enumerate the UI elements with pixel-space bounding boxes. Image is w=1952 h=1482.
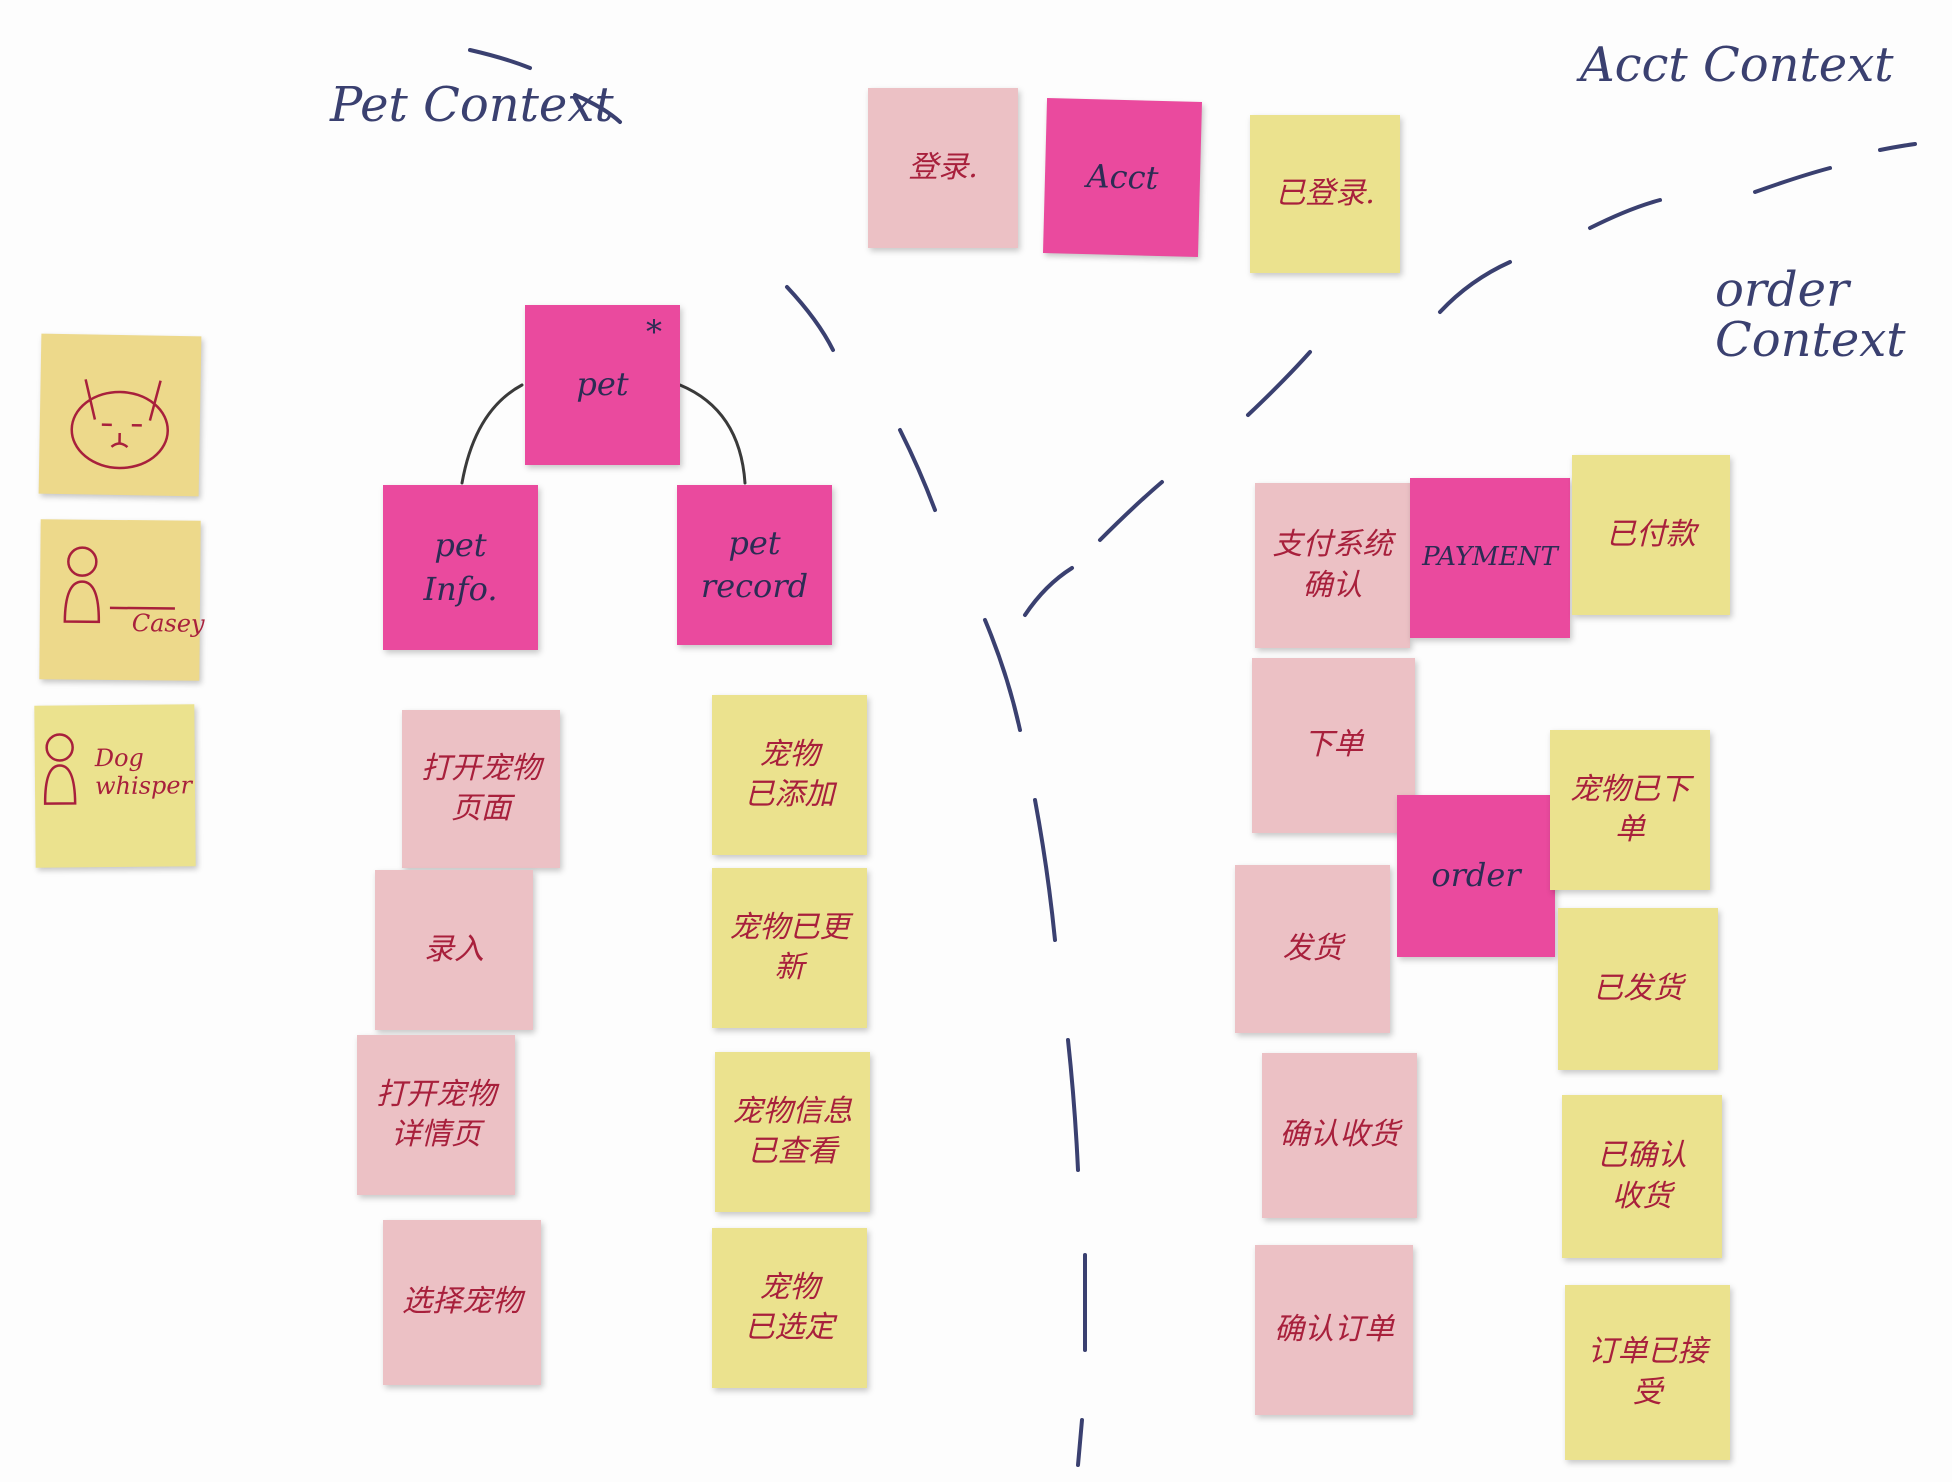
sticky-aggregate-pet: pet *	[525, 305, 680, 465]
note-text: pet record	[700, 523, 809, 605]
boundary-dash	[468, 48, 532, 70]
sticky-command: 确认订单	[1255, 1245, 1413, 1415]
aggregate-connector	[460, 383, 524, 485]
boundary-dash	[1246, 350, 1312, 417]
actor-label: Casey	[131, 609, 205, 638]
boundary-dash	[1753, 166, 1832, 194]
sticky-event-logged-in: 已登录.	[1250, 115, 1400, 273]
note-text: Acct	[1086, 156, 1159, 197]
note-text: 宠物信息 已查看	[732, 1093, 853, 1170]
note-text: pet	[576, 365, 629, 404]
sticky-command: 打开宠物 页面	[402, 710, 560, 868]
note-text: 确认订单	[1274, 1311, 1394, 1347]
note-text: 录入	[424, 931, 484, 967]
boundary-dash	[1438, 260, 1512, 314]
note-text: order	[1431, 856, 1521, 895]
note-text: 打开宠物 页面	[421, 750, 541, 827]
sticky-event: 已确认 收货	[1562, 1095, 1722, 1258]
sticky-command: 打开宠物 详情页	[357, 1035, 515, 1195]
actor-label: Dog whisper	[94, 743, 193, 800]
boundary-dash	[1878, 142, 1917, 152]
boundary-dash	[1588, 198, 1662, 230]
root-marker: *	[646, 313, 662, 351]
sticky-command: 选择宠物	[383, 1220, 541, 1385]
sticky-aggregate-order: order	[1397, 795, 1555, 957]
note-text: 已登录.	[1275, 175, 1375, 211]
note-text: 登录.	[908, 149, 978, 185]
person-icon	[63, 546, 175, 624]
sticky-command-login: 登录.	[868, 88, 1018, 248]
sticky-aggregate-payment: PAYMENT	[1410, 478, 1570, 638]
sticky-event: 宠物 已添加	[712, 695, 867, 855]
sticky-event: 宠物已更新	[712, 868, 867, 1028]
boundary-dash	[1098, 480, 1164, 542]
sticky-actor-casey: Casey	[39, 519, 205, 681]
person-icon	[43, 733, 77, 805]
note-text: pet Info.	[423, 526, 498, 608]
context-label-acct: Acct Context	[1580, 37, 1894, 93]
sticky-event: 已付款	[1572, 455, 1730, 615]
boundary-dash	[898, 428, 937, 512]
boundary-dash	[573, 93, 622, 124]
note-text: 已发货	[1593, 970, 1683, 1006]
sticky-command: 录入	[375, 870, 533, 1030]
sticky-event: 已发货	[1558, 908, 1718, 1070]
note-text: 已付款	[1606, 516, 1696, 552]
note-text: 宠物已下 单	[1570, 771, 1690, 848]
note-text: 发货	[1282, 930, 1343, 966]
sticky-command: 支付系统 确认	[1255, 483, 1410, 648]
sticky-event: 订单已接受	[1565, 1285, 1730, 1460]
note-text: 下单	[1303, 727, 1364, 763]
note-text: 订单已接受	[1587, 1334, 1708, 1410]
sticky-event: 宠物信息 已查看	[715, 1052, 870, 1212]
sticky-command: 下单	[1252, 658, 1415, 833]
boundary-dash	[983, 618, 1022, 732]
sticky-aggregate-pet-record: pet record	[677, 485, 832, 645]
note-text: 已确认 收货	[1597, 1138, 1687, 1214]
sticky-event: 宠物已下 单	[1550, 730, 1710, 890]
note-text: 确认收货	[1279, 1117, 1400, 1153]
sticky-aggregate-pet-info: pet Info.	[383, 485, 538, 650]
note-text: 宠物 已选定	[744, 1269, 835, 1346]
note-text: PAYMENT	[1422, 542, 1558, 573]
sticky-event: 宠物 已选定	[712, 1228, 867, 1388]
context-label-order: order Context	[1715, 262, 1906, 369]
sticky-aggregate-acct: Acct	[1042, 97, 1203, 258]
aggregate-connector	[678, 383, 747, 485]
boundary-dash	[785, 285, 835, 352]
context-label-pet: Pet Context	[330, 77, 614, 133]
note-text: 打开宠物 详情页	[376, 1076, 496, 1153]
note-text: 宠物 已添加	[744, 736, 835, 813]
sticky-actor-dog-whisper: Dog whisper	[34, 704, 196, 868]
boundary-dash	[1033, 798, 1057, 942]
note-text: 选择宠物	[402, 1284, 522, 1320]
note-text: 宠物已更新	[729, 909, 850, 986]
sticky-command: 发货	[1235, 865, 1390, 1033]
note-text: 支付系统 确认	[1272, 527, 1393, 603]
sticky-actor-cat	[38, 333, 202, 497]
sticky-command: 确认收货	[1262, 1053, 1417, 1218]
boundary-dash	[1066, 1038, 1080, 1172]
cat-face-icon	[70, 379, 169, 470]
boundary-dash	[1023, 566, 1074, 617]
boundary-dash	[1076, 1418, 1084, 1467]
